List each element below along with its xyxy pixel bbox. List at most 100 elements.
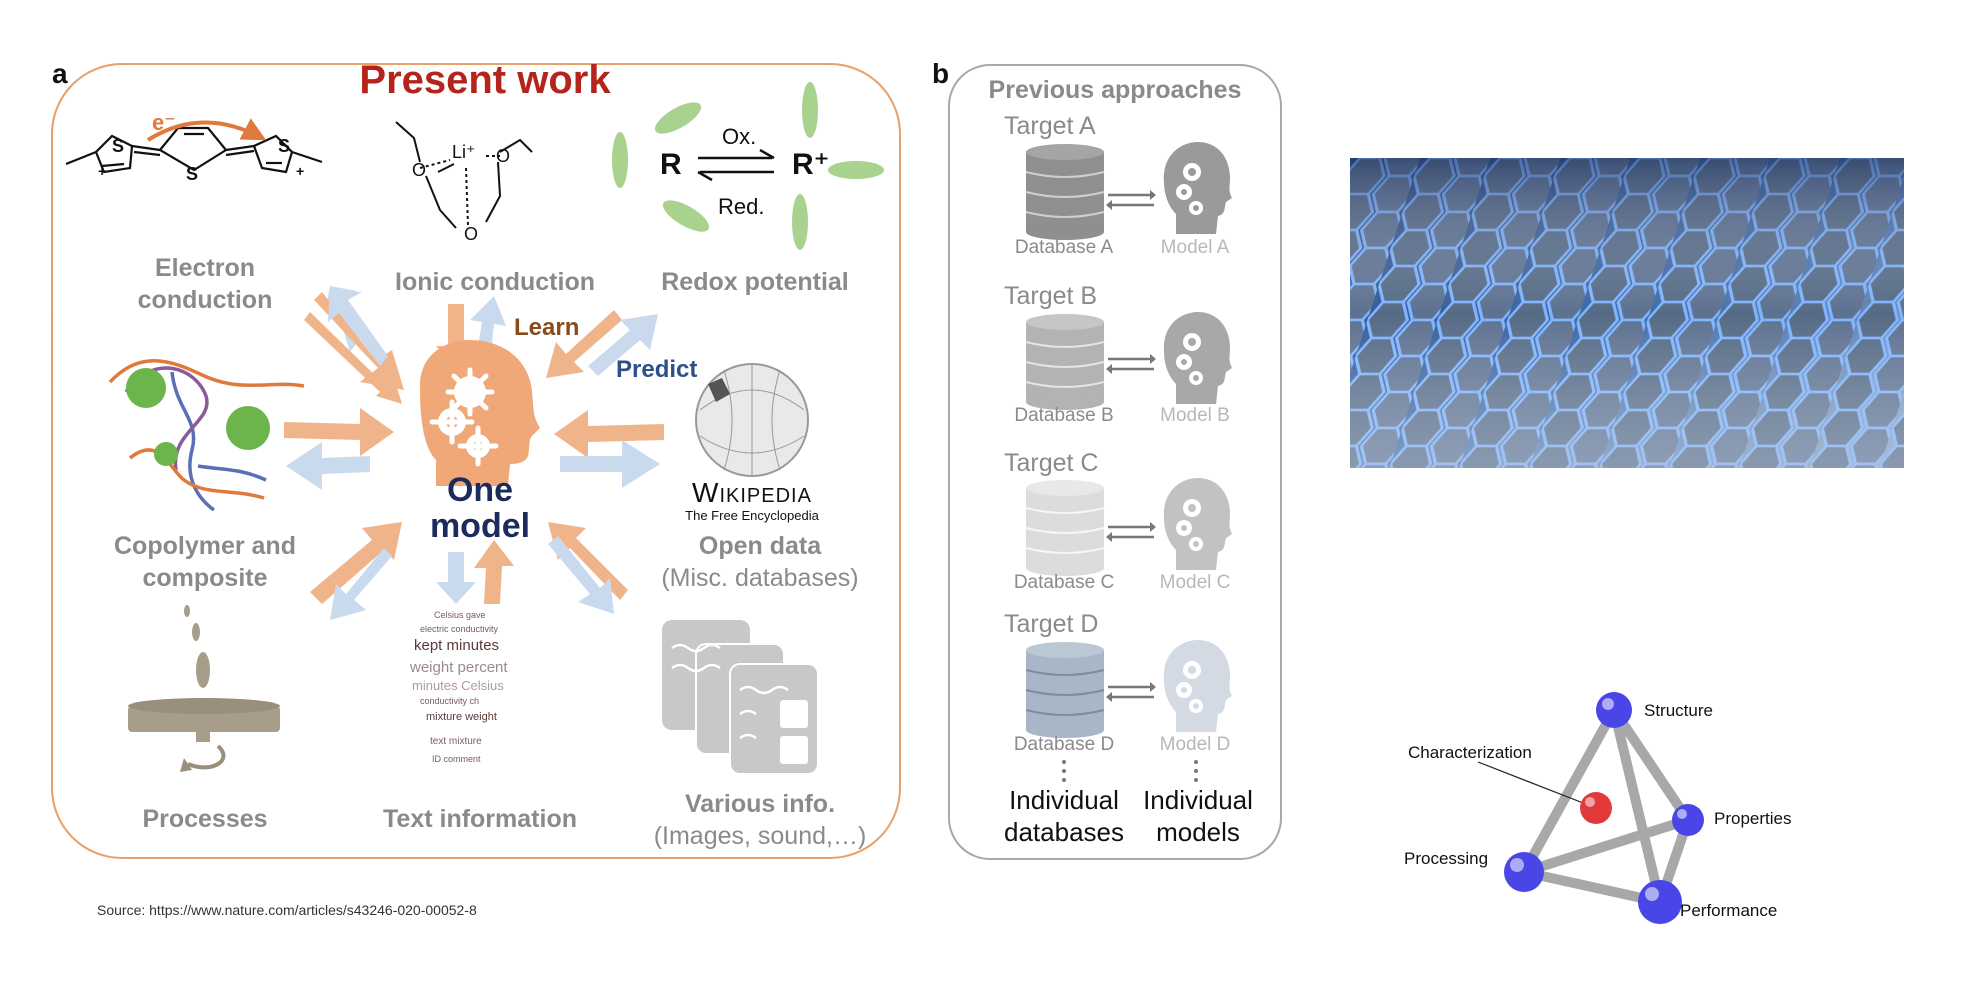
panel-a-title: Present work: [359, 58, 611, 102]
text-information-label: Text information: [383, 805, 577, 833]
arrow-out-wikipedia: [560, 440, 660, 488]
redox-ellipses: [612, 82, 884, 250]
various-info-line2: (Images, sound,…): [653, 822, 867, 850]
target-c-label: Target C: [1004, 449, 1099, 477]
arrow-in-text: [474, 540, 514, 604]
wikipedia-tagline: The Free Encyclopedia: [685, 508, 819, 523]
copolymer-label-line1: Copolymer and: [114, 532, 296, 560]
tetra-structure-label: Structure: [1644, 701, 1713, 720]
database-d-icon: [1025, 642, 1105, 738]
li-label: Li⁺: [452, 142, 476, 162]
panel-a-frame: [51, 63, 901, 859]
electron-charge: e⁻: [152, 110, 176, 135]
svg-text:mixture weight: mixture weight: [426, 711, 497, 723]
svg-text:ID comment: ID comment: [432, 754, 481, 764]
materials-tetrahedron: Structure Characterization Properties Pr…: [1404, 692, 1791, 924]
svg-text:+: +: [296, 163, 304, 179]
arrow-out-various: [548, 536, 614, 614]
svg-text:Celsius gave: Celsius gave: [434, 610, 486, 620]
model-d-label: Model D: [1159, 734, 1231, 755]
one-model-line2: model: [429, 507, 531, 545]
more-models-ellipsis: [1194, 760, 1198, 782]
arrow-in-redox: [546, 310, 622, 378]
redox-r-plus: R⁺: [792, 148, 830, 181]
source-citation: Source: https://www.nature.com/articles/…: [97, 902, 477, 918]
arrow-out-text: [436, 552, 476, 604]
ionic-conduction-label: Ionic conduction: [395, 268, 595, 296]
svg-text:text mixture: text mixture: [430, 736, 482, 747]
panel-b-letter: b: [932, 58, 950, 89]
database-b-label: Database B: [1014, 405, 1114, 426]
learn-label: Learn: [514, 314, 580, 341]
model-b-label: Model B: [1160, 405, 1230, 426]
arrow-in-wikipedia: [554, 410, 664, 458]
model-a-head-icon: [1163, 142, 1232, 234]
copolymer-label-line2: composite: [142, 564, 268, 592]
thiophene-labels: S S S + +: [98, 136, 304, 184]
individual-databases-label: Individual databases: [984, 784, 1144, 848]
predict-label: Predict: [616, 356, 698, 383]
svg-text:S: S: [186, 164, 198, 184]
arrow-out-processes: [330, 548, 392, 620]
redox-r: R: [660, 148, 682, 181]
copolymer-label: Copolymer and composite: [90, 530, 320, 594]
svg-text:weight percent: weight percent: [409, 659, 508, 676]
open-data-label: Open data (Misc. databases): [640, 530, 880, 594]
target-a-label: Target A: [1004, 112, 1096, 140]
redox-potential-label: Redox potential: [661, 268, 849, 296]
wikipedia-wordmark: Wikipedia: [692, 477, 812, 508]
svg-text:S: S: [278, 136, 290, 156]
learn-predict-arrows: [284, 286, 664, 620]
arrow-in-copolymer: [284, 408, 394, 456]
open-data-line2: (Misc. databases): [661, 564, 859, 592]
tetra-properties-label: Properties: [1714, 809, 1791, 828]
svg-text:S: S: [112, 136, 124, 156]
individual-databases-line1: Individual: [1009, 785, 1119, 815]
panel-a-letter: a: [52, 58, 68, 89]
svg-text:+: +: [98, 163, 106, 179]
tetra-processing-label: Processing: [1404, 849, 1488, 868]
arrow-out-copolymer: [286, 442, 370, 490]
database-d-label: Database D: [1013, 734, 1115, 755]
svg-text:conductivity ch: conductivity ch: [420, 696, 479, 706]
open-data-line1: Open data: [698, 532, 822, 560]
oxygen-2: O: [496, 146, 510, 166]
oxygen-1: O: [412, 160, 426, 180]
svg-text:kept minutes: kept minutes: [414, 637, 499, 654]
individual-databases-line2: databases: [1004, 817, 1124, 847]
model-c-head-icon: [1163, 478, 1232, 570]
electron-label-line1: Electron: [154, 254, 256, 282]
electron-label-line2: conduction: [137, 286, 273, 314]
exchange-arrows-c: [1106, 522, 1156, 542]
document-stack: [662, 620, 819, 775]
model-c-label: Model C: [1159, 572, 1231, 593]
tetra-characterization-label: Characterization: [1408, 743, 1532, 762]
arrow-out-redox: [588, 314, 658, 376]
target-b-label: Target B: [1004, 282, 1098, 310]
one-model-head: [419, 340, 540, 486]
wikipedia-globe: [695, 363, 809, 477]
arrow-out-electron-b: [328, 290, 388, 366]
database-a-label: Database A: [1014, 237, 1114, 258]
panel-a-diagram: S S S + + e⁻ Li⁺ O O O R R⁺ Ox. Red.: [51, 63, 901, 859]
arrow-in-processes: [310, 522, 402, 604]
svg-text:electric conductivity: electric conductivity: [420, 624, 499, 634]
individual-models-line1: Individual: [1143, 785, 1253, 815]
individual-models-label: Individual models: [1118, 784, 1278, 848]
oxygen-3: O: [464, 224, 478, 244]
electron-conduction-label: Electron conduction: [90, 252, 320, 316]
database-c-label: Database C: [1013, 572, 1115, 593]
database-b-icon: [1025, 314, 1105, 410]
various-info-line1: Various info.: [684, 790, 836, 818]
database-c-icon: [1025, 480, 1105, 576]
model-d-head-icon: [1163, 640, 1232, 732]
composite-particles: [126, 368, 270, 466]
hexagonal-mesh-image: [1350, 158, 1904, 468]
electron-transfer-arrow: [146, 118, 267, 142]
exchange-arrows-a: [1106, 190, 1156, 210]
redox-ox: Ox.: [722, 124, 756, 149]
panel-b-title: Previous approaches: [988, 76, 1242, 104]
processes-drawing: [128, 605, 280, 742]
model-a-label: Model A: [1160, 237, 1230, 258]
svg-text:minutes Celsius: minutes Celsius: [412, 678, 504, 693]
